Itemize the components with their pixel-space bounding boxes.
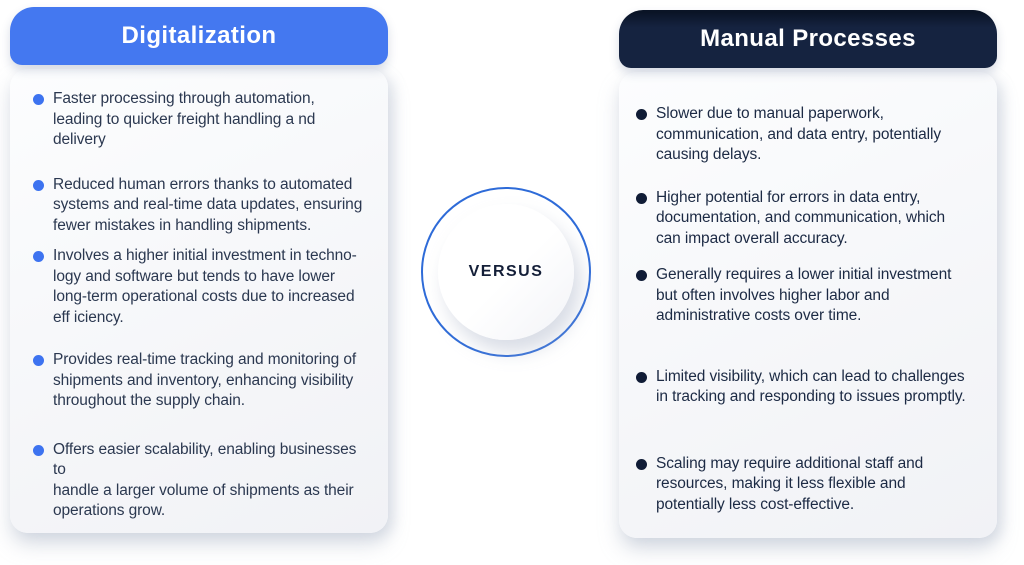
list-item: Involves a higher initial investment in …: [33, 246, 370, 328]
list-item: Faster processing through automation, le…: [33, 89, 370, 151]
list-item-text: Slower due to manual paperwork, communic…: [656, 105, 942, 163]
bullet-dot-icon: [636, 458, 647, 470]
list-item-text: Offers easier scalability, enabling busi…: [53, 440, 357, 520]
list-item-text: Faster processing through automation, le…: [53, 90, 316, 148]
bullet-dot-icon: [636, 192, 647, 204]
bullet-dot-icon: [33, 444, 44, 456]
list-item: Slower due to manual paperwork, communic…: [636, 104, 979, 166]
list-item-text: Generally requires a lower initial inves…: [656, 266, 952, 324]
versus-disc: VERSUS: [438, 204, 574, 340]
bullet-dot-icon: [636, 270, 647, 281]
digitalization-header: Digitalization: [10, 7, 388, 65]
bullet-dot-icon: [636, 371, 647, 383]
list-item-text: Limited visibility, which can lead to ch…: [656, 367, 966, 406]
digitalization-title: Digitalization: [121, 22, 277, 49]
list-item: Scaling may require additional staff and…: [636, 454, 979, 516]
digitalization-list: Faster processing through automation, le…: [10, 69, 388, 533]
list-item: Generally requires a lower initial inves…: [636, 265, 979, 327]
list-item: Reduced human errors thanks to automated…: [33, 175, 370, 237]
list-item-text: Higher potential for errors in data entr…: [656, 188, 946, 247]
list-item: Provides real-time tracking and monitori…: [33, 350, 370, 412]
manual-processes-header: Manual Processes: [619, 10, 997, 68]
list-item-text: Involves a higher initial investment in …: [53, 247, 357, 326]
manual-processes-title: Manual Processes: [700, 25, 916, 52]
manual-processes-list: Slower due to manual paperwork, communic…: [619, 72, 997, 538]
bullet-dot-icon: [636, 109, 647, 120]
list-item: Limited visibility, which can lead to ch…: [636, 367, 979, 408]
list-item: Higher potential for errors in data entr…: [636, 188, 979, 250]
list-item-text: Provides real-time tracking and monitori…: [53, 351, 357, 409]
versus-circle: VERSUS: [421, 187, 591, 357]
list-item-text: Reduced human errors thanks to automated…: [53, 175, 363, 234]
bullet-dot-icon: [33, 94, 44, 105]
bullet-dot-icon: [33, 355, 44, 366]
versus-label: VERSUS: [468, 263, 544, 280]
bullet-dot-icon: [33, 251, 44, 262]
list-item-text: Scaling may require additional staff and…: [656, 454, 924, 513]
bullet-dot-icon: [33, 179, 44, 191]
list-item: Offers easier scalability, enabling busi…: [33, 440, 370, 522]
